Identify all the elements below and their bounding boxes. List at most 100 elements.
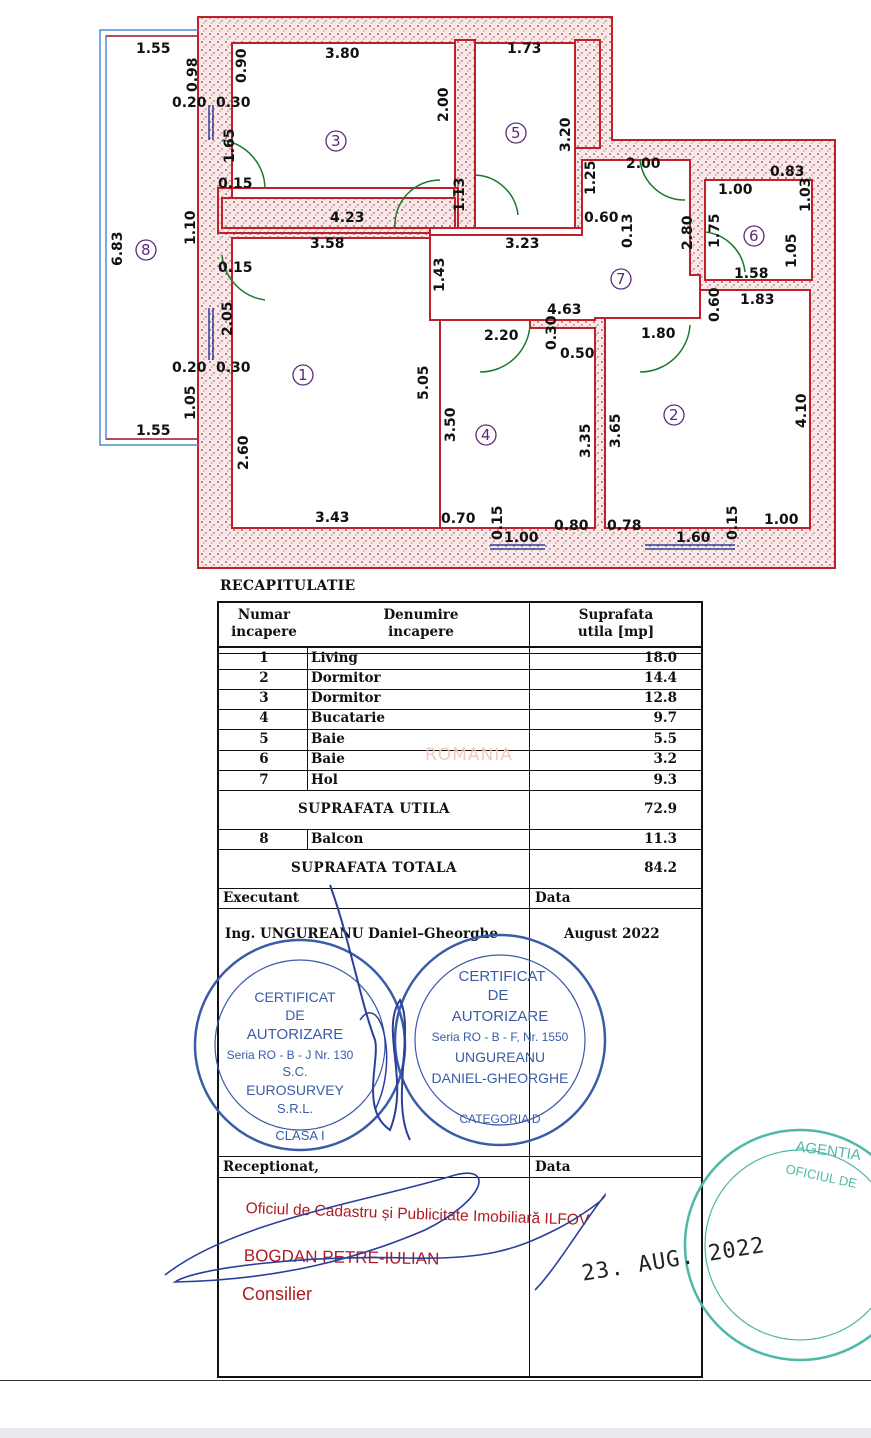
svg-text:1: 1	[298, 366, 308, 384]
dim: 1.58	[734, 266, 769, 282]
dim: 1.55	[136, 423, 171, 439]
rule	[219, 1156, 703, 1157]
executant-date-label: Data	[535, 890, 571, 906]
row-name: Living	[311, 650, 358, 666]
engineer-name: Ing. UNGUREANU Daniel–Gheorghe	[225, 926, 498, 942]
svg-text:6: 6	[749, 227, 759, 245]
dim: 0.20	[172, 360, 207, 376]
dim: 0.30	[216, 360, 251, 376]
dim: 1.73	[507, 41, 542, 57]
recap-title: RECAPITULATIE	[220, 578, 356, 594]
left-stamp-line: DE	[285, 1007, 304, 1023]
room-marker: 3	[325, 130, 347, 152]
executant-date: August 2022	[564, 926, 660, 942]
room-markers: 1 2 3 4 5 6 7 8	[135, 122, 765, 446]
rule	[219, 790, 703, 791]
right-stamp-line: DE	[488, 987, 509, 1004]
door-swings	[221, 139, 746, 373]
left-stamp-line: S.R.L.	[277, 1101, 313, 1116]
dim: 4.63	[547, 302, 582, 318]
balcony-rail-red	[106, 35, 198, 440]
dim: 0.15	[490, 505, 506, 540]
row-area: 9.3	[653, 772, 678, 788]
floor-plan: 1.55 0.98 0.90 0.20 0.30 3.80 1.73 2.00 …	[99, 16, 836, 569]
row-num: 2	[259, 670, 269, 686]
dim: 2.20	[484, 328, 519, 344]
row-area: 12.8	[644, 690, 677, 706]
row-name: Baie	[311, 751, 345, 767]
header-name: Denumire incapere	[311, 607, 531, 641]
row-area: 3.2	[653, 751, 678, 767]
left-stamp: CERTIFICAT DE AUTORIZARE Seria RO - B - …	[193, 938, 407, 1152]
row-name: Hol	[311, 772, 338, 788]
rule	[219, 908, 703, 909]
row-num: 1	[259, 650, 269, 666]
useful-area-value: 72.9	[644, 801, 677, 817]
dim: 2.00	[436, 87, 452, 122]
balcony-area: 11.3	[644, 831, 677, 847]
rooms	[221, 42, 813, 529]
dim: 1.43	[432, 257, 448, 292]
balcony-num: 8	[259, 831, 269, 847]
page-divider	[0, 1380, 871, 1381]
dim: 0.13	[620, 213, 636, 248]
dim: 0.60	[584, 210, 619, 226]
received-date-label: Data	[535, 1159, 571, 1175]
dim: 1.00	[764, 512, 799, 528]
officer-title: Consilier	[242, 1284, 313, 1304]
row-name: Dormitor	[311, 690, 381, 706]
rule	[219, 829, 703, 830]
ocpi-stamp-line: OFICIUL DE	[784, 1161, 858, 1191]
executant-label: Executant	[223, 890, 299, 906]
rule	[219, 750, 703, 751]
row-area: 14.4	[644, 670, 677, 686]
rule	[219, 669, 703, 670]
dim: 3.58	[310, 236, 345, 252]
dim: 0.30	[544, 315, 560, 350]
dim: 6.83	[110, 231, 126, 266]
svg-text:8: 8	[141, 241, 151, 259]
left-stamp-line: CERTIFICAT	[254, 989, 336, 1005]
header-num-line2: incapere	[231, 624, 297, 640]
header-name-line2: incapere	[388, 624, 454, 640]
dim: 1.03	[798, 177, 814, 212]
header-area-line2: utila [mp]	[577, 624, 655, 640]
dim: 3.35	[578, 423, 594, 458]
dim: 3.43	[315, 510, 350, 526]
row-area: 9.7	[653, 710, 678, 726]
dim: 1.05	[784, 233, 800, 268]
room-marker: 1	[292, 364, 314, 386]
dim: 2.00	[626, 156, 661, 172]
dim: 3.23	[505, 236, 540, 252]
watermark: ROMANIA	[425, 745, 513, 765]
header-area: Suprafata utila [mp]	[531, 607, 701, 641]
dim: 0.15	[218, 176, 253, 192]
left-stamp-line: S.C.	[282, 1064, 307, 1079]
rule	[219, 849, 703, 850]
dim: 2.60	[236, 435, 252, 470]
dim: 2.05	[220, 301, 236, 336]
left-stamp-line: AUTORIZARE	[247, 1026, 343, 1043]
dim: 1.60	[676, 530, 711, 546]
header-area-line1: Suprafata	[578, 607, 654, 623]
right-stamp-line: CERTIFICAT	[459, 968, 546, 985]
dim: 0.78	[607, 518, 642, 534]
dim: 1.05	[183, 385, 199, 420]
dim: 0.70	[441, 511, 476, 527]
dim: 0.80	[554, 518, 589, 534]
rule	[219, 653, 703, 654]
viewer-bottom-bar	[0, 1428, 871, 1438]
dim: 3.20	[558, 117, 574, 152]
rule	[219, 646, 703, 648]
row-name: Baie	[311, 731, 345, 747]
dim: 1.00	[504, 530, 539, 546]
row-name: Dormitor	[311, 670, 381, 686]
right-stamp-line: UNGUREANU	[455, 1049, 545, 1065]
room-marker: 8	[135, 239, 157, 261]
rule	[529, 603, 530, 888]
dim: 0.20	[172, 95, 207, 111]
dim: 0.60	[707, 287, 723, 322]
row-num: 3	[259, 690, 269, 706]
right-stamp-line: Seria RO - B - F, Nr. 1550	[432, 1030, 569, 1044]
recap-table: Numar incapere Denumire incapere Suprafa…	[217, 601, 703, 1378]
